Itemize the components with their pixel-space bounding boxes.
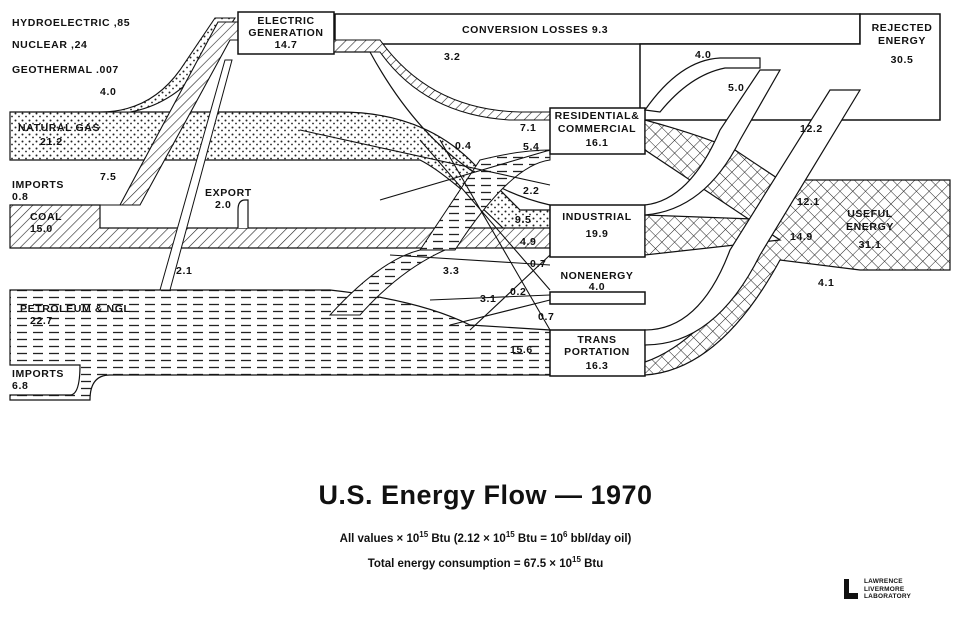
- flow-ind-9-5: 9.5: [515, 214, 531, 226]
- flow-oil-3-3: 3.3: [443, 265, 459, 277]
- flow-coal-to-elec: 7.5: [100, 171, 116, 183]
- residential-label-1: RESIDENTIAL&: [555, 110, 640, 122]
- petroleum-band: [9, 289, 551, 401]
- natural-gas-label: NATURAL GAS: [18, 122, 100, 134]
- flow-res-5-4: 5.4: [523, 141, 539, 153]
- export-spur: [237, 199, 249, 228]
- electric-label-2: GENERATION: [248, 27, 323, 39]
- rejected-label-1: REJECTED: [872, 22, 933, 34]
- transport-to-rejected-flow: [644, 89, 862, 346]
- transport-label-1: TRANS: [577, 334, 616, 346]
- transport-value: 16.3: [586, 360, 609, 372]
- flow-use-4-1: 4.1: [818, 277, 834, 289]
- electric-value: 14.7: [275, 39, 298, 51]
- units-tail: bbl/day oil): [567, 532, 632, 545]
- geothermal-label: GEOTHERMAL .007: [12, 64, 119, 76]
- sankey-diagram: HYDROELECTRIC ,85 NUCLEAR ,24 GEOTHERMAL…: [9, 11, 951, 401]
- units-exp1: 15: [419, 530, 429, 539]
- cross-lines: [299, 129, 551, 331]
- flow-ind-2-2: 2.2: [523, 185, 539, 197]
- units-exp3: 6: [563, 530, 568, 539]
- electric-generation-node: [237, 11, 335, 55]
- figure-title: U.S. Energy Flow — 1970: [318, 480, 653, 510]
- export-label: EXPORT: [205, 187, 252, 199]
- residential-value: 16.1: [586, 137, 609, 149]
- coal-label: COAL: [30, 211, 62, 223]
- coal-value: 15.0: [30, 223, 53, 235]
- residential-to-rejected-flow: [643, 57, 761, 113]
- lab-logo-mark-icon: [844, 579, 858, 599]
- flow-use-14-9: 14.9: [790, 231, 813, 243]
- total-tail: Btu: [580, 557, 604, 570]
- flow-elec-to-res2: 0.4: [455, 140, 471, 152]
- rejected-label-2: ENERGY: [878, 35, 926, 47]
- logo-line1: LAWRENCE: [864, 578, 903, 585]
- useful-label-2: ENERGY: [846, 221, 894, 233]
- rejected-energy-band: [639, 13, 941, 121]
- flow-use-12-1: 12.1: [797, 196, 820, 208]
- flow-oil-0-2: 0.2: [510, 286, 526, 298]
- total-prefix: Total energy consumption = 67.5 × 10: [367, 557, 573, 570]
- flow-rej-5-0: 5.0: [728, 82, 744, 94]
- transportation-node: [549, 329, 646, 377]
- units-prefix: All values: [339, 532, 394, 545]
- hydro-label: HYDROELECTRIC ,85: [12, 17, 130, 29]
- units-mid: × 10: [396, 532, 420, 545]
- total-exp: 15: [572, 555, 581, 564]
- residential-label-2: COMMERCIAL: [558, 123, 636, 135]
- nonenergy-node: [549, 291, 646, 305]
- industrial-to-rejected-flow: [644, 69, 782, 216]
- imports-gas-label: IMPORTS: [12, 179, 64, 191]
- units-rest: Btu (2.12 × 10: [428, 532, 506, 545]
- natural-gas-value: 21.2: [40, 136, 63, 148]
- oil-to-electric-line: [159, 59, 233, 291]
- petroleum-value: 22.7: [30, 315, 53, 327]
- useful-value: 31.1: [859, 239, 882, 251]
- imports-gas-value: 0.8: [12, 191, 28, 203]
- transport-label-2: PORTATION: [564, 346, 630, 358]
- useful-label-1: USEFUL: [847, 208, 893, 220]
- residential-node: [549, 107, 646, 155]
- flow-rej-4-0: 4.0: [695, 49, 711, 61]
- natural-gas-band: [9, 111, 551, 236]
- imports-oil-value: 6.8: [12, 380, 28, 392]
- units-note: All values × 1015 Btu (2.12 × 1015 Btu =…: [0, 530, 971, 545]
- imports-oil-label: IMPORTS: [12, 368, 64, 380]
- flow-trans-15-6: 15.6: [510, 344, 533, 356]
- nuclear-label: NUCLEAR ,24: [12, 39, 87, 51]
- nonenergy-label: NONENERGY: [560, 270, 633, 282]
- logo-line3: LABORATORY: [864, 593, 912, 600]
- flow-elec-to-res: 3.2: [444, 51, 460, 63]
- rejected-value: 30.5: [891, 54, 914, 66]
- units-rest2: Btu = 10: [514, 532, 563, 545]
- industrial-label: INDUSTRIAL: [562, 211, 632, 223]
- export-value: 2.0: [215, 199, 231, 211]
- flow-gas-to-elec: 4.0: [100, 86, 116, 98]
- flow-gas-to-res: 7.1: [520, 122, 536, 134]
- industrial-value: 19.9: [586, 228, 609, 240]
- electric-to-industrial-line: [334, 51, 551, 206]
- lab-logo: LAWRENCE LIVERMORE LABORATORY: [842, 578, 932, 604]
- units-exp2: 15: [505, 530, 515, 539]
- electric-label-1: ELECTRIC: [257, 15, 314, 27]
- flow-oil-3-1: 3.1: [480, 293, 496, 305]
- petroleum-to-residential-flow: [419, 149, 551, 251]
- flow-rej-12-2: 12.2: [800, 123, 823, 135]
- gas-to-electric-flow: [99, 17, 237, 113]
- flow-ind-4-9: 4.9: [520, 236, 536, 248]
- lab-logo-text: LAWRENCE LIVERMORE LABORATORY: [864, 578, 911, 601]
- logo-line2: LIVERMORE: [864, 585, 905, 593]
- flow-non-0-7a: 0.7: [530, 258, 546, 270]
- petroleum-label: PETROLEUM & NGL: [20, 303, 131, 315]
- nonenergy-value: 4.0: [589, 281, 605, 293]
- conversion-losses-label: CONVERSION LOSSES 9.3: [462, 24, 608, 36]
- total-note: Total energy consumption = 67.5 × 1015 B…: [0, 555, 971, 570]
- flow-oil-to-elec: 2.1: [176, 265, 192, 277]
- flow-non-0-7b: 0.7: [538, 311, 554, 323]
